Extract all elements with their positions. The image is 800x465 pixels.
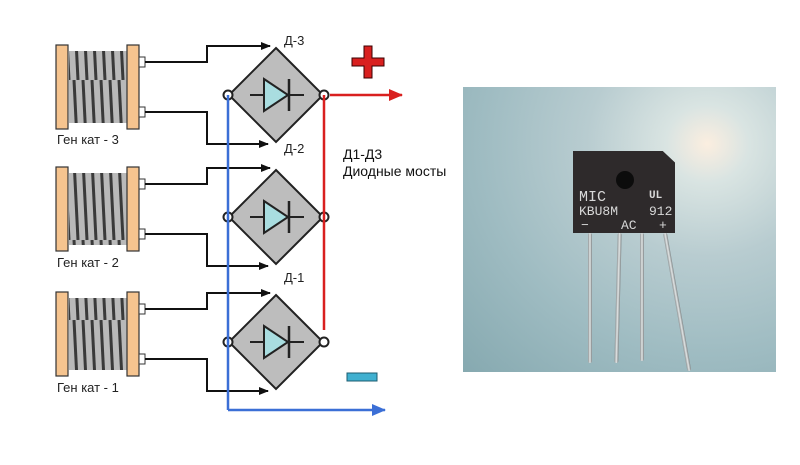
generator-unit-2 — [55, 164, 330, 270]
circuit-diagram — [55, 42, 403, 416]
chip-model: KBU8M — [579, 204, 619, 219]
ac-wires-3 — [145, 42, 271, 148]
description-line-1: Д1-Д3 — [343, 146, 383, 162]
mounting-hole — [616, 171, 634, 189]
ul-mark: UL — [649, 190, 663, 202]
minus-symbol — [346, 372, 378, 382]
pin-plus-label: + — [659, 218, 667, 233]
bridge-label-2: Д-2 — [284, 141, 305, 156]
terminal-positive — [318, 336, 330, 348]
lead-plus — [663, 232, 692, 372]
pin-minus-label: − — [581, 218, 589, 233]
bridge-chip: MIC UL KBU8M 912 − AC + — [573, 151, 675, 233]
bridge-label-3: Д-3 — [284, 33, 305, 48]
coil-label-3: Ген кат - 3 — [57, 132, 119, 147]
lead-ac-1 — [614, 232, 622, 364]
diode-icon — [263, 324, 290, 360]
positive-bus — [322, 89, 403, 330]
bridge-label-1: Д-1 — [284, 270, 305, 285]
coil-flange-left — [55, 291, 69, 377]
plus-symbol — [351, 45, 385, 79]
negative-bus — [226, 95, 386, 416]
diode-icon — [263, 77, 290, 113]
bridges-description: Д1-Д3 Диодные мосты — [343, 146, 446, 180]
description-line-2: Диодные мосты — [343, 163, 447, 179]
lead-minus — [588, 233, 592, 363]
coil-1 — [55, 291, 146, 377]
pin-ac-label: AC — [621, 218, 637, 233]
ac-wires-2 — [145, 164, 271, 270]
coil-flange-left — [55, 166, 69, 252]
diode-bridge-3 — [222, 46, 330, 144]
coil-label-2: Ген кат - 2 — [57, 255, 119, 270]
diode-bridge-2 — [222, 168, 330, 266]
chip-brand: MIC — [579, 189, 607, 206]
chip-date-code: 912 — [649, 204, 673, 219]
generator-unit-3 — [55, 42, 330, 148]
ac-wires-1 — [145, 289, 271, 395]
generator-unit-1 — [55, 289, 330, 395]
coil-label-1: Ген кат - 1 — [57, 380, 119, 395]
coil-flange-right — [126, 166, 140, 252]
coil-flange-right — [126, 291, 140, 377]
coil-flange-left — [55, 44, 69, 130]
lead-ac-2 — [640, 233, 644, 361]
coil-flange-right — [126, 44, 140, 130]
diode-bridge-photo: MIC UL KBU8M 912 − AC + — [463, 87, 776, 372]
diode-bridge-1 — [222, 293, 330, 391]
coil-2 — [55, 166, 146, 252]
diode-icon — [263, 199, 290, 235]
coil-3 — [55, 44, 146, 130]
